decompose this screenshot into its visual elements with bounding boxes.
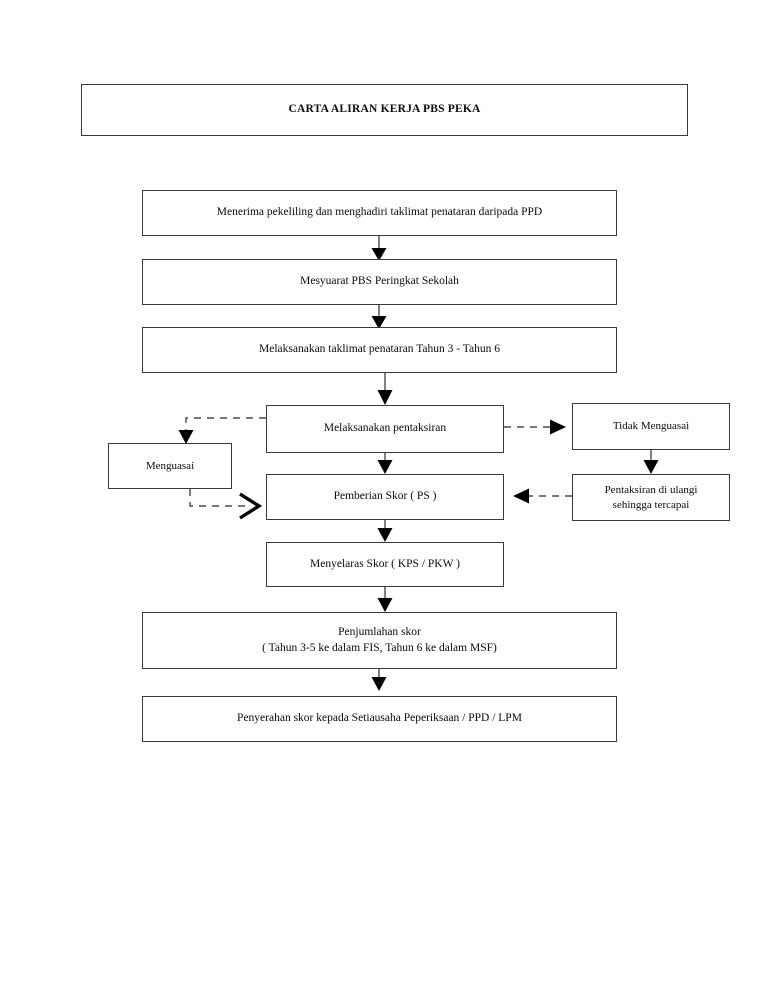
connector-n1-n2 bbox=[371, 236, 387, 261]
flow-node-label: Penjumlahan skor ( Tahun 3-5 ke dalam FI… bbox=[262, 626, 497, 654]
flow-node-melaksanakan-taklimat: Melaksanakan taklimat penataran Tahun 3 … bbox=[142, 327, 617, 373]
connector-n10-n11 bbox=[371, 669, 387, 691]
flow-node-penjumlahan-skor: Penjumlahan skor ( Tahun 3-5 ke dalam FI… bbox=[142, 612, 617, 669]
connector-n3-n4 bbox=[377, 373, 393, 405]
flow-node-pentaksiran-ulangi: Pentaksiran di ulangi sehingga tercapai bbox=[572, 474, 730, 521]
flow-node-menyelaras-skor: Menyelaras Skor ( KPS / PKW ) bbox=[266, 542, 504, 587]
chart-title-text: CARTA ALIRAN KERJA PBS PEKA bbox=[288, 103, 481, 116]
connector-n4-n5 bbox=[178, 417, 266, 444]
connector-n4-n6 bbox=[504, 419, 566, 435]
connector-n7-n9 bbox=[377, 520, 393, 542]
connector-n4-n7 bbox=[377, 453, 393, 474]
flow-node-label: Menerima pekeliling dan menghadiri takli… bbox=[216, 206, 543, 219]
flow-node-mesyuarat-pbs: Mesyuarat PBS Peringkat Sekolah bbox=[142, 259, 617, 305]
flow-node-pemberian-skor: Pemberian Skor ( PS ) bbox=[266, 474, 504, 520]
flow-node-melaksanakan-pentaksiran: Melaksanakan pentaksiran bbox=[266, 405, 504, 453]
flow-node-label: Pentaksiran di ulangi sehingga tercapai bbox=[604, 483, 698, 511]
flow-node-penyerahan-skor: Penyerahan skor kepada Setiausaha Peperi… bbox=[142, 696, 617, 742]
flow-node-label: Penyerahan skor kepada Setiausaha Peperi… bbox=[237, 712, 522, 725]
flow-node-menguasai: Menguasai bbox=[108, 443, 232, 489]
flow-node-label: Melaksanakan taklimat penataran Tahun 3 … bbox=[259, 343, 500, 356]
connector-n5-n7 bbox=[189, 489, 263, 520]
flow-node-label: Melaksanakan pentaksiran bbox=[323, 422, 447, 435]
flow-node-label: Menyelaras Skor ( KPS / PKW ) bbox=[310, 557, 460, 570]
flow-node-label: Tidak Menguasai bbox=[612, 420, 690, 433]
flow-node-label: Menguasai bbox=[145, 459, 195, 472]
chart-title-box: CARTA ALIRAN KERJA PBS PEKA bbox=[81, 84, 688, 136]
connector-n9-n10 bbox=[377, 587, 393, 612]
flow-node-tidak-menguasai: Tidak Menguasai bbox=[572, 403, 730, 450]
connector-n2-n3 bbox=[371, 305, 387, 329]
connector-n8-n7 bbox=[513, 488, 572, 504]
flow-node-label: Mesyuarat PBS Peringkat Sekolah bbox=[300, 275, 459, 288]
connector-n6-n8 bbox=[643, 450, 659, 474]
flow-node-menerima-pekeliling: Menerima pekeliling dan menghadiri takli… bbox=[142, 190, 617, 236]
flow-node-label: Pemberian Skor ( PS ) bbox=[333, 490, 437, 503]
